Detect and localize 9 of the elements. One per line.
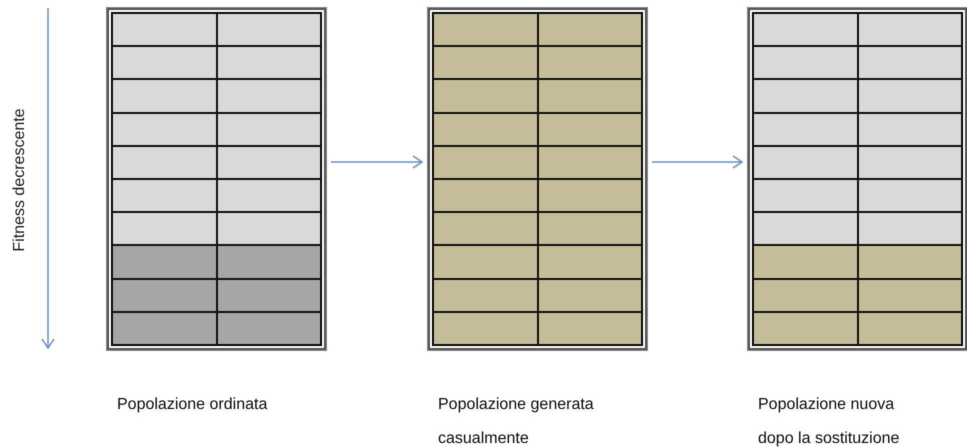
arrow — [331, 155, 423, 169]
node-label: Popolazione nuova dopo la sostituzione — [758, 395, 900, 447]
axis-label: Fitness decrescente — [11, 108, 29, 252]
population-grid — [107, 8, 326, 350]
arrow — [652, 155, 743, 169]
node-label: Popolazione generata casualmente — [438, 395, 595, 447]
population-grid — [428, 8, 647, 350]
population-grid — [748, 8, 967, 350]
node-label: Popolazione ordinata — [117, 395, 268, 415]
